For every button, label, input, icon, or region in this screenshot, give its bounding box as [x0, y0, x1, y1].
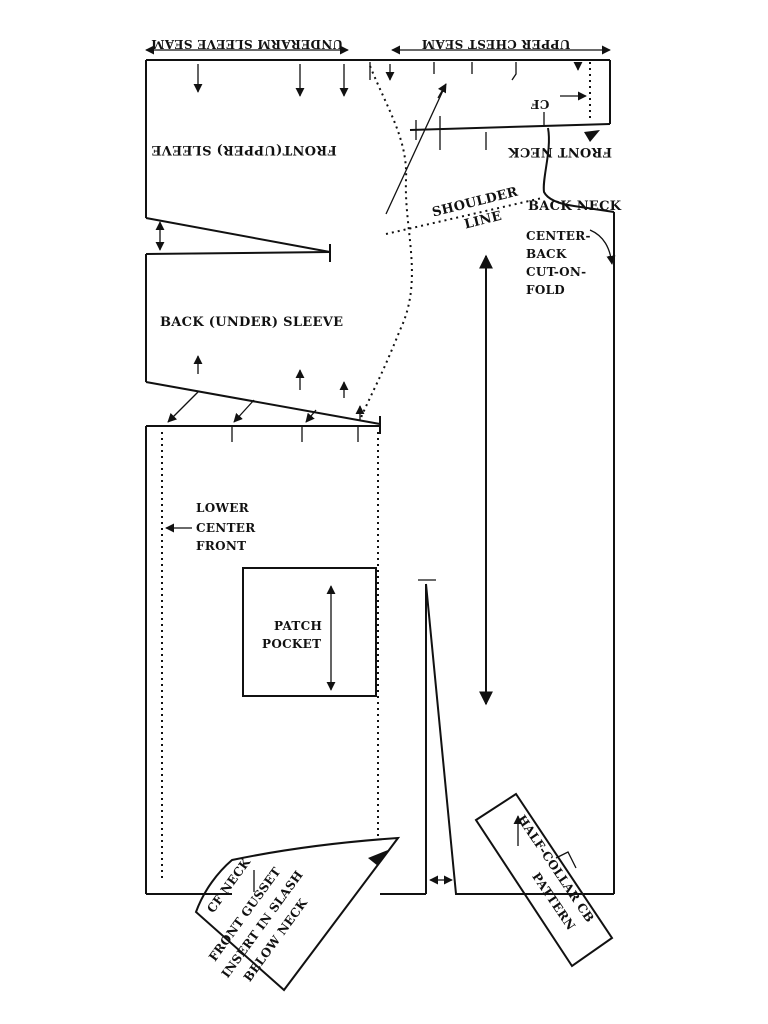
half-collar-piece [474, 792, 614, 968]
underarm-seam-dimension: UNDERARM SLEEVE SEAM [145, 37, 349, 55]
lower-sleeve-ticks [167, 355, 365, 423]
patch-pocket-label-1: PATCH [274, 619, 322, 633]
front-neck-label: FRONT NECK [508, 144, 612, 159]
back-neck-label: BACK NECK [528, 199, 622, 214]
center-back-label-2: BACK [526, 247, 567, 261]
lower-center-front-label-2: CENTER [196, 521, 256, 535]
center-back-arrow [589, 229, 616, 265]
center-slash [418, 579, 614, 895]
front-upper-sleeve-label: FRONT(UPPER) SLEEVE [151, 142, 336, 157]
lower-center-front-label-1: LOWER [196, 501, 250, 515]
underarm-sleeve-seam-label: UNDERARM SLEEVE SEAM [151, 37, 343, 51]
top-seam-ticks [193, 61, 600, 150]
upper-chest-dimension: UPPER CHEST SEAM [391, 37, 611, 55]
back-under-sleeve-label: BACK (UNDER) SLEEVE [160, 315, 343, 330]
front-gusset-piece [194, 836, 401, 992]
upper-chest-seam-label: UPPER CHEST SEAM [422, 37, 571, 51]
center-back-label-4: FOLD [526, 283, 565, 297]
cf-top-label: CF [530, 97, 549, 111]
center-back-label-1: CENTER- [526, 229, 591, 243]
patch-pocket [242, 567, 377, 697]
armhole-and-shoulder [359, 65, 543, 421]
sleeve-upper-outline [145, 59, 615, 894]
lower-center-front-label-3: FRONT [196, 539, 246, 553]
line-label: LINE [463, 209, 504, 233]
patch-pocket-label-2: POCKET [262, 637, 321, 651]
lower-front-piece [145, 425, 427, 895]
center-back-label-3: CUT-ON- [526, 265, 586, 279]
